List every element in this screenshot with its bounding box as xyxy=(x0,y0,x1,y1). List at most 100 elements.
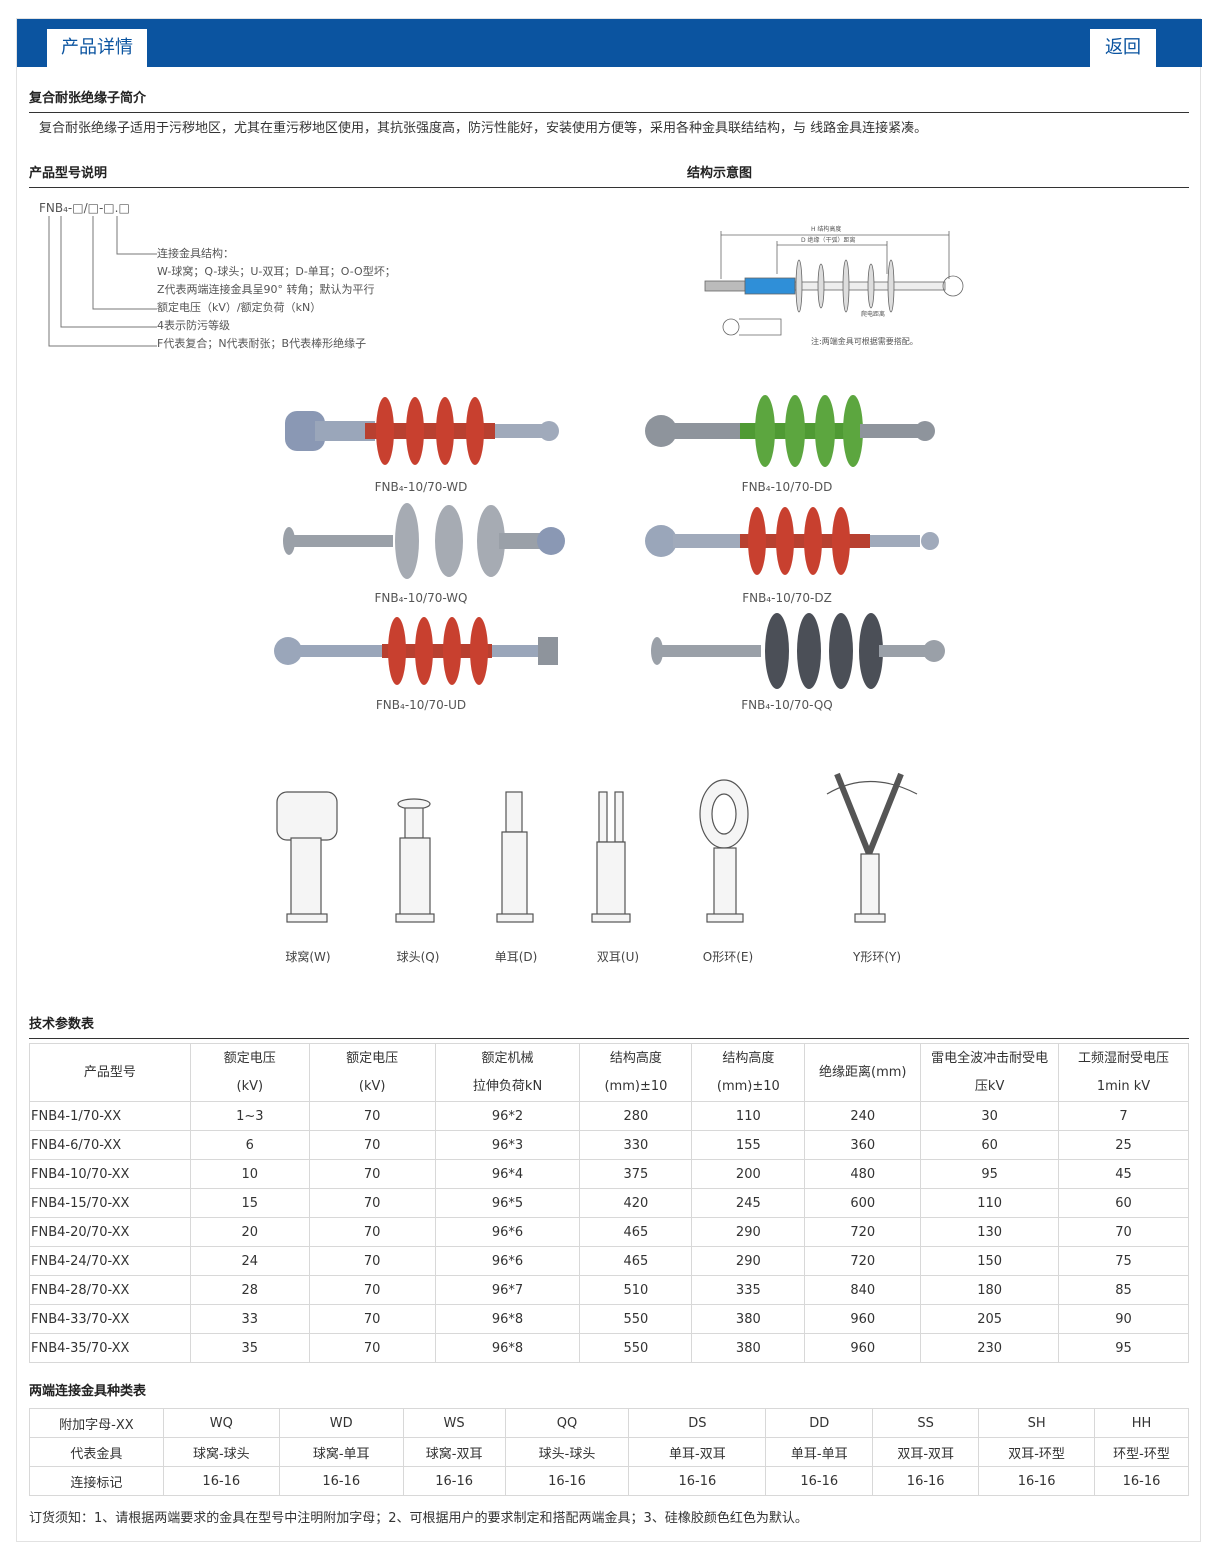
spec-cell: 30 xyxy=(920,1101,1060,1131)
fit-cell: 双耳-环型 xyxy=(978,1437,1096,1467)
fitting-caption-e: O形环(E) xyxy=(702,950,754,964)
spec-cell: 24 xyxy=(189,1246,310,1276)
spec-cell: 465 xyxy=(579,1217,693,1247)
fit-cell: WD xyxy=(278,1408,404,1438)
spec-cell: 96*7 xyxy=(434,1275,581,1305)
spec-cell: 550 xyxy=(579,1333,693,1363)
fit-cell: 球窝-球头 xyxy=(162,1437,280,1467)
spec-cell: 180 xyxy=(920,1275,1060,1305)
spec-cell: 550 xyxy=(579,1304,693,1334)
tab-product-detail[interactable]: 产品详情 xyxy=(47,29,147,67)
structure-title: 结构示意图 xyxy=(687,166,753,181)
fitting-caption-d: 单耳(D) xyxy=(494,950,538,964)
fit-row: 代表金具球窝-球头球窝-单耳球窝-双耳球头-球头单耳-双耳单耳-单耳双耳-双耳双… xyxy=(29,1437,1189,1467)
fit-cell: 16-16 xyxy=(628,1466,767,1496)
fit-cell: 16-16 xyxy=(504,1466,630,1496)
fitting-ball-socket xyxy=(276,791,338,923)
intro-text: 复合耐张绝缘子适用于污秽地区，尤其在重污秽地区使用，其抗张强度高，防污性能好，安… xyxy=(39,121,928,136)
model-desc-4: 额定电压（kV）/额定负荷（kN） xyxy=(157,301,322,314)
fit-cell: SH xyxy=(978,1408,1096,1438)
spec-cell: 7 xyxy=(1058,1101,1189,1131)
product-caption-dd: FNB₄-10/70-DD xyxy=(741,480,833,494)
fit-cell: 球窝-双耳 xyxy=(402,1437,506,1467)
creep-label: 爬电距离 xyxy=(861,310,885,318)
spec-cell: 375 xyxy=(579,1159,693,1189)
fitting-single-ear xyxy=(496,791,534,923)
spec-cell: 75 xyxy=(1058,1246,1189,1276)
spec-cell: 60 xyxy=(1058,1188,1189,1218)
fit-cell: 附加字母-XX xyxy=(29,1408,164,1438)
spec-header-text: 结构高度 xyxy=(609,1050,662,1066)
spec-cell: 480 xyxy=(804,1159,922,1189)
spec-header-text: 额定机械 xyxy=(481,1050,534,1066)
product-wq xyxy=(283,503,565,579)
spec-cell: 335 xyxy=(691,1275,806,1305)
product-dz xyxy=(645,507,939,575)
spec-cell: 150 xyxy=(920,1246,1060,1276)
spec-cell: 70 xyxy=(1058,1217,1189,1247)
fitting-drawings xyxy=(276,772,918,923)
spec-cell: FNB4-35/70-XX xyxy=(29,1333,191,1363)
spec-cell: 60 xyxy=(920,1130,1060,1160)
fit-cell: HH xyxy=(1094,1408,1189,1438)
spec-cell: 96*4 xyxy=(434,1159,581,1189)
spec-cell: FNB4-20/70-XX xyxy=(29,1217,191,1247)
spec-cell: FNB4-28/70-XX xyxy=(29,1275,191,1305)
product-images xyxy=(274,395,945,689)
spec-cell: 960 xyxy=(804,1304,922,1334)
spec-cell: 360 xyxy=(804,1130,922,1160)
product-caption-dz: FNB₄-10/70-DZ xyxy=(742,591,832,605)
spec-cell: FNB4-15/70-XX xyxy=(29,1188,191,1218)
fit-cell: SS xyxy=(872,1408,980,1438)
fitting-y-ring xyxy=(826,772,918,923)
spec-header-text: 额定电压 xyxy=(346,1050,399,1066)
product-caption-wq: FNB₄-10/70-WQ xyxy=(374,591,468,605)
spec-header-text: (mm)±10 xyxy=(604,1078,668,1094)
spec-cell: 110 xyxy=(691,1101,806,1131)
spec-cell: 70 xyxy=(308,1304,436,1334)
spec-cell: 15 xyxy=(189,1188,310,1218)
fit-cell: 16-16 xyxy=(872,1466,980,1496)
fit-cell: 代表金具 xyxy=(29,1437,164,1467)
spec-header-text: 压kV xyxy=(974,1078,1005,1094)
spec-header-text: (mm)±10 xyxy=(716,1078,780,1094)
spec-cell: 6 xyxy=(189,1130,310,1160)
spec-cell: 70 xyxy=(308,1101,436,1131)
model-desc-2: W-球窝；Q-球头；U-双耳；D-单耳；O-O型坏； xyxy=(157,265,396,278)
spec-cell: 35 xyxy=(189,1333,310,1363)
fit-cell: 16-16 xyxy=(162,1466,280,1496)
spec-cell: 465 xyxy=(579,1246,693,1276)
spec-cell: 96*2 xyxy=(434,1101,581,1131)
fit-cell: 16-16 xyxy=(278,1466,404,1496)
spec-cell: 33 xyxy=(189,1304,310,1334)
spec-cell: 70 xyxy=(308,1130,436,1160)
spec-cell: 70 xyxy=(308,1275,436,1305)
spec-cell: 380 xyxy=(691,1333,806,1363)
spec-cell: 96*8 xyxy=(434,1333,581,1363)
fit-cell: 16-16 xyxy=(978,1466,1096,1496)
product-detail-panel: 产品详情 返回 复合耐张绝缘子简介 复合耐张绝缘子适用于污秽地区，尤其在重污秽地… xyxy=(16,18,1202,1542)
spec-cell: 70 xyxy=(308,1333,436,1363)
product-wd xyxy=(285,397,559,465)
spec-header-text: 绝缘距离(mm) xyxy=(819,1064,907,1080)
spec-cell: 240 xyxy=(804,1101,922,1131)
spec-cell: FNB4-1/70-XX xyxy=(29,1101,191,1131)
model-title: 产品型号说明 xyxy=(29,162,1189,188)
spec-cell: 85 xyxy=(1058,1275,1189,1305)
spec-cell: 96*6 xyxy=(434,1246,581,1276)
product-ud xyxy=(274,617,558,685)
spec-cell: 96*5 xyxy=(434,1188,581,1218)
spec-cell: 25 xyxy=(1058,1130,1189,1160)
spec-cell: 230 xyxy=(920,1333,1060,1363)
spec-cell: 330 xyxy=(579,1130,693,1160)
fit-cell: 双耳-双耳 xyxy=(872,1437,980,1467)
back-button[interactable]: 返回 xyxy=(1090,29,1156,67)
spec-cell: 960 xyxy=(804,1333,922,1363)
spec-header-cell: 额定电压(kV) xyxy=(189,1043,310,1102)
spec-cell: 510 xyxy=(579,1275,693,1305)
